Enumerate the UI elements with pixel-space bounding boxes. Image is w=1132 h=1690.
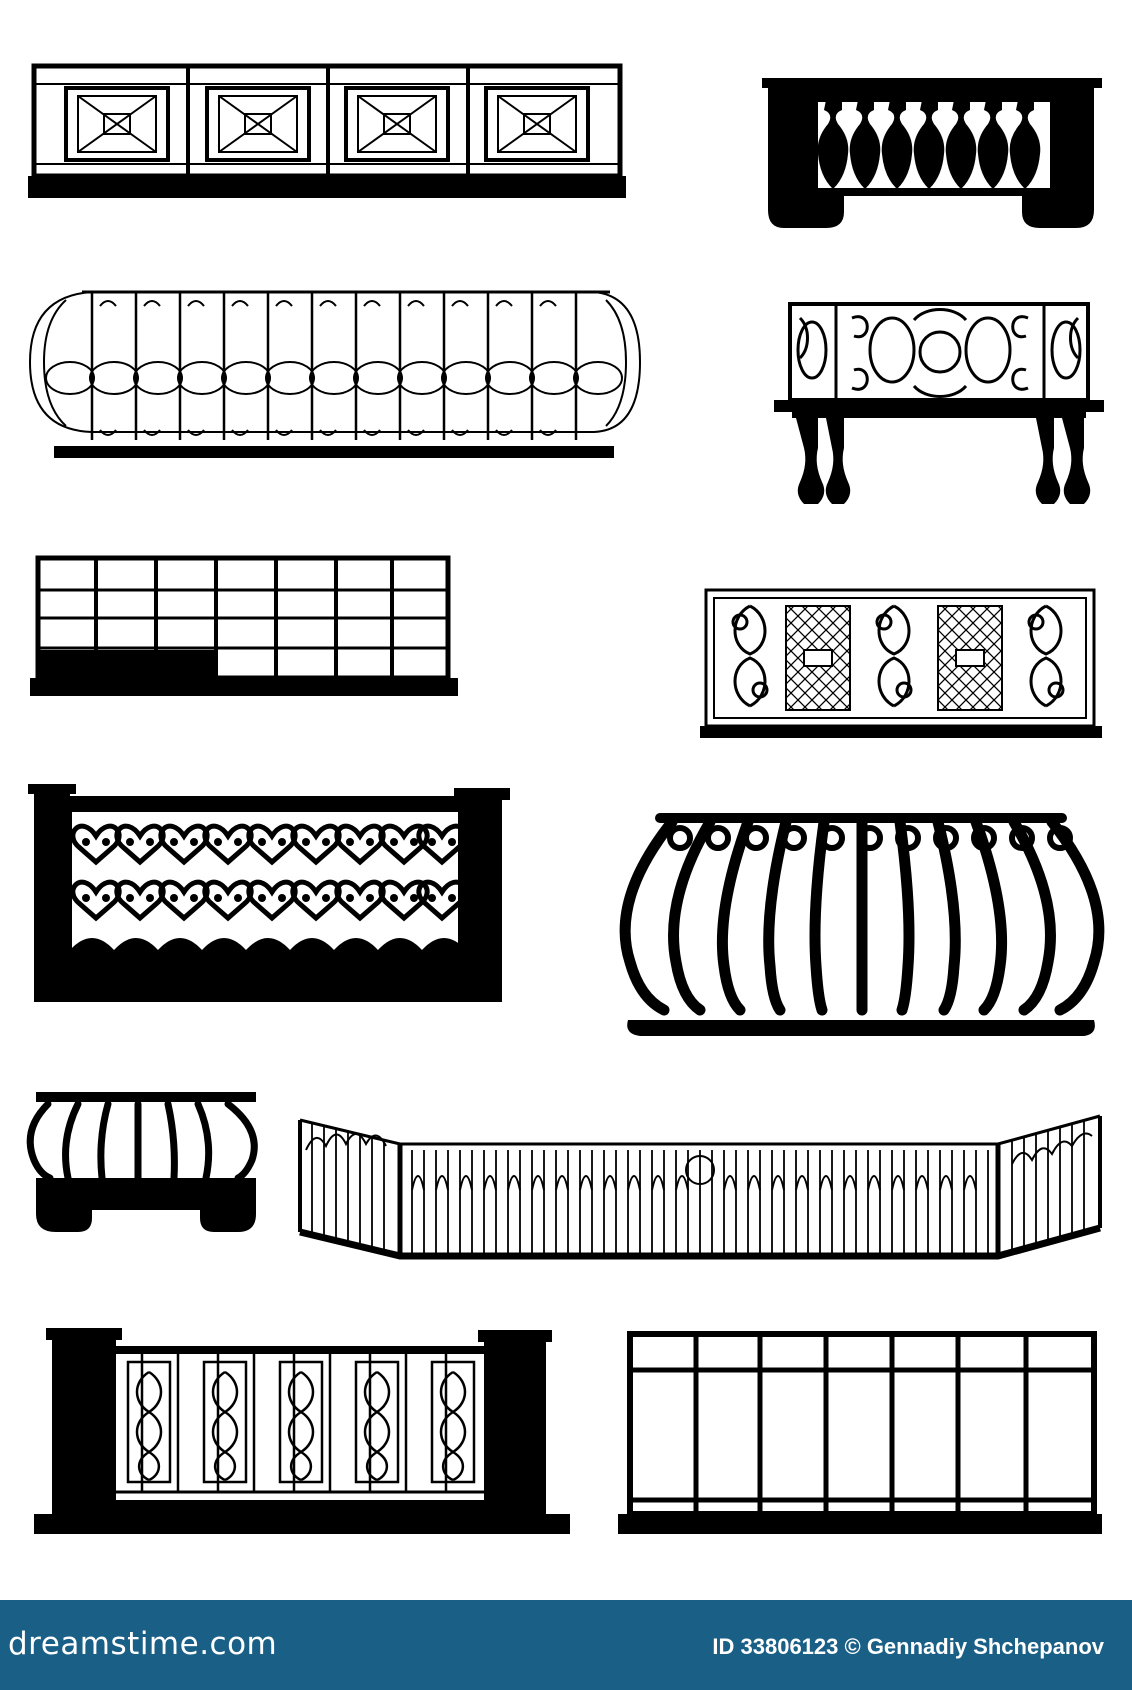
scroll-panel-table-balcony xyxy=(774,302,1104,504)
railing-panels-crossed xyxy=(28,63,626,198)
long-angled-railing xyxy=(298,1114,1102,1260)
image-credit: ID 33806123 © Gennadiy Shchepanov xyxy=(712,1634,1104,1659)
balcony-illustration xyxy=(26,63,1105,1534)
lattice-scroll-panel xyxy=(700,588,1102,738)
bulging-bar-balcony xyxy=(619,813,1105,1036)
small-bulging-balcony xyxy=(26,1092,258,1232)
balustrade-balcony xyxy=(762,78,1102,228)
railing-grid-simple xyxy=(618,1331,1102,1534)
pillar-scroll-balcony xyxy=(34,1328,570,1534)
railing-rounded-ovals xyxy=(28,290,642,458)
railing-grid-modern xyxy=(30,555,458,696)
brand-text: dreamstime.com xyxy=(8,1626,278,1662)
watermark-bar: dreamstime.com ID 33806123 © Gennadiy Sh… xyxy=(0,1600,1132,1690)
heart-scroll-balcony xyxy=(28,784,510,1002)
